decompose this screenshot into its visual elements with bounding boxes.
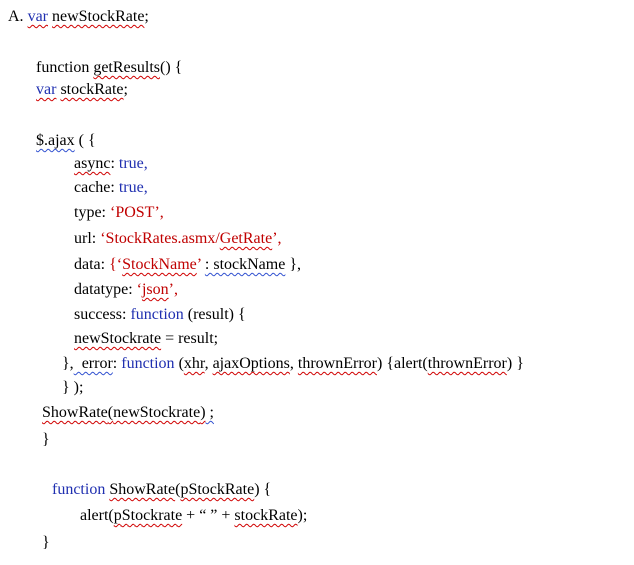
code-token: var (27, 8, 48, 25)
code-token: () { (160, 59, 183, 76)
code-token: async (74, 155, 111, 172)
code-line-18: alert(pStockrate + “ ” + stockRate); (80, 505, 307, 527)
code-line-4: $.ajax ( { (36, 130, 96, 152)
code-token: data: (74, 256, 110, 273)
code-token: ‘ (136, 281, 142, 298)
code-token: ; (123, 81, 128, 98)
code-token: true, (118, 155, 148, 172)
code-token: } ); (62, 379, 84, 396)
code-line-13: }, error: function (xhr, ajaxOptions, th… (62, 353, 524, 375)
code-token: : stockName (204, 256, 286, 273)
code-token: ‘POST’, (110, 204, 164, 221)
code-line-17: function ShowRate(pStockRate) { (52, 479, 271, 501)
code-line-14: } ); (62, 377, 83, 399)
code-token: ); (297, 507, 308, 524)
code-token: newStockrate (74, 330, 162, 347)
code-token: ‘StockRates.asmx/ (100, 230, 220, 247)
code-token: pStockRate (180, 481, 255, 498)
code-token: thrownError (427, 355, 507, 372)
code-token: json (141, 281, 169, 298)
code-token: GetRate (219, 230, 273, 247)
code-token: error (73, 355, 113, 372)
code-token: }, (285, 256, 302, 273)
code-line-11: success: function (result) { (74, 304, 246, 326)
code-token: thrownError (297, 355, 377, 372)
code-token: var (36, 81, 57, 98)
code-token: function (130, 306, 184, 323)
code-token: url: (74, 230, 101, 247)
code-token: pStockrate (113, 507, 183, 524)
code-token: } (42, 431, 50, 448)
code-token: newStockRate (52, 8, 145, 25)
code-token: type: (74, 204, 110, 221)
code-token: ’ (196, 256, 205, 273)
code-token: : (112, 355, 122, 372)
code-token: ajaxOptions (212, 355, 290, 372)
code-token: {‘ (109, 256, 123, 273)
code-token: } (42, 534, 50, 551)
code-line-15: ShowRate(newStockrate) ; (42, 402, 214, 424)
code-token: ; (205, 404, 214, 421)
code-token: stockRate (234, 507, 298, 524)
code-token: ) } (506, 355, 524, 372)
code-line-16: } (42, 429, 50, 451)
code-line-9: data: {‘StockName’ : stockName }, (74, 254, 301, 276)
code-token: ShowRate (42, 404, 108, 421)
code-token: stockRate (60, 81, 124, 98)
code-token: ; (144, 8, 149, 25)
code-token: getResults (93, 59, 160, 76)
code-token: ShowRate (109, 481, 176, 498)
code-token: StockName (122, 256, 197, 273)
code-line-12: newStockrate = result; (74, 328, 218, 350)
code-token: function (52, 481, 110, 498)
code-line-5: async: true, (74, 153, 148, 175)
code-token: function (36, 59, 94, 76)
code-token: newStockrate (113, 404, 201, 421)
code-token: ) (200, 404, 206, 421)
code-line-19: } (42, 532, 50, 554)
code-token: xhr (183, 355, 205, 372)
code-line-8: url: ‘StockRates.asmx/GetRate’, (74, 228, 282, 250)
code-token: ( (175, 481, 181, 498)
code-token: (result) { (183, 306, 246, 323)
code-token: true, (118, 179, 148, 196)
code-token: ) {alert( (377, 355, 428, 372)
code-line-2: function getResults() { (36, 57, 182, 79)
code-line-3: var stockRate; (36, 79, 128, 101)
code-token: function (121, 355, 175, 372)
code-token: ( (107, 404, 114, 421)
code-token: + “ ” + (182, 507, 235, 524)
code-token: cache: (74, 179, 119, 196)
code-token: = result; (161, 330, 219, 347)
code-token: , (289, 355, 298, 372)
code-token: : (110, 155, 119, 172)
code-token: ( (174, 355, 184, 372)
code-token: ( { (74, 132, 96, 149)
code-token: success: (74, 306, 131, 323)
code-token: A. (8, 8, 28, 25)
code-line-6: cache: true, (74, 177, 148, 199)
code-token: , (204, 355, 213, 372)
code-line-7: type: ‘POST’, (74, 202, 164, 224)
code-token: }, (62, 355, 74, 372)
code-token: ) { (254, 481, 272, 498)
code-token: alert( (80, 507, 114, 524)
code-token: datatype: (74, 281, 137, 298)
code-token: ’, (272, 230, 282, 247)
code-line-10: datatype: ‘json’, (74, 279, 178, 301)
code-token: $.ajax (36, 132, 75, 149)
code-token: ’, (168, 281, 178, 298)
code-line-1: A. var newStockRate; (8, 6, 149, 28)
